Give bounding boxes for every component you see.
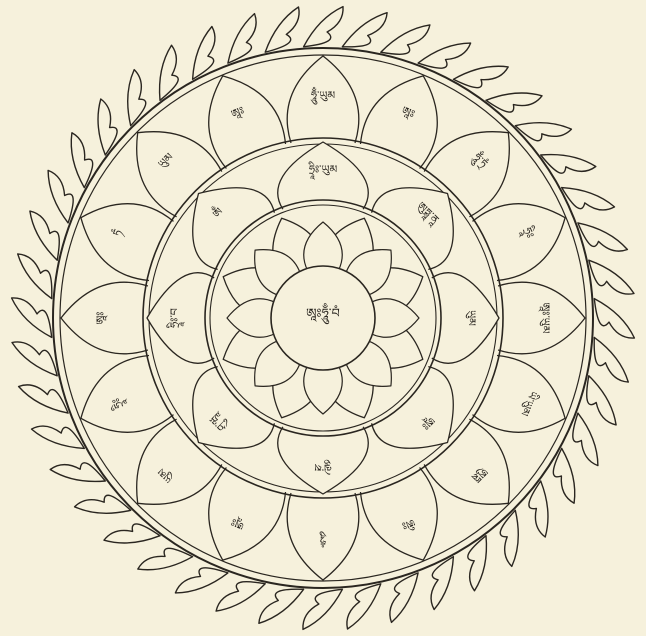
flame-mark <box>265 7 299 52</box>
flame-mark <box>418 43 471 68</box>
flame-mark <box>19 385 69 413</box>
flame-mark <box>12 298 52 337</box>
flame-mark <box>30 211 59 260</box>
flame-mark <box>594 337 628 382</box>
flame-mark <box>578 223 628 251</box>
flame-mark <box>259 589 304 623</box>
flame-mark <box>381 25 430 54</box>
flame-mark <box>390 573 418 623</box>
lotus-petal-back <box>304 222 343 270</box>
inner-petal-label: ཡུམ <box>465 310 478 326</box>
outer-petal-label: ཨཱཿ་ཡུམ <box>538 303 552 334</box>
center-inscription: ཨཱཿཧཱུྃ་བཾ <box>306 303 340 325</box>
flame-mark <box>12 342 57 376</box>
flame-mark <box>342 13 387 47</box>
flame-mark <box>453 66 508 87</box>
outer-petal-label: ཨཱཿ <box>94 312 108 325</box>
lotus-petal-back <box>227 299 275 338</box>
flame-mark <box>347 584 381 629</box>
flame-mark <box>589 260 634 294</box>
flame-mark <box>18 254 52 299</box>
lotus-petal-back <box>304 366 343 414</box>
inner-petal-label: ལྕེ་ས <box>314 459 332 475</box>
flame-mark <box>304 7 343 47</box>
flame-mark <box>303 589 342 629</box>
flame-mark <box>553 448 574 503</box>
flame-mark <box>216 582 265 611</box>
flame-mark <box>594 299 634 338</box>
flame-mark <box>175 568 228 593</box>
flame-mark <box>71 133 92 188</box>
flame-mark <box>573 413 598 466</box>
flame-mark <box>228 14 256 64</box>
flame-mark <box>48 170 73 223</box>
lotus-petal-back <box>371 299 419 338</box>
flame-mark <box>587 376 616 425</box>
flame-mark <box>138 548 193 569</box>
